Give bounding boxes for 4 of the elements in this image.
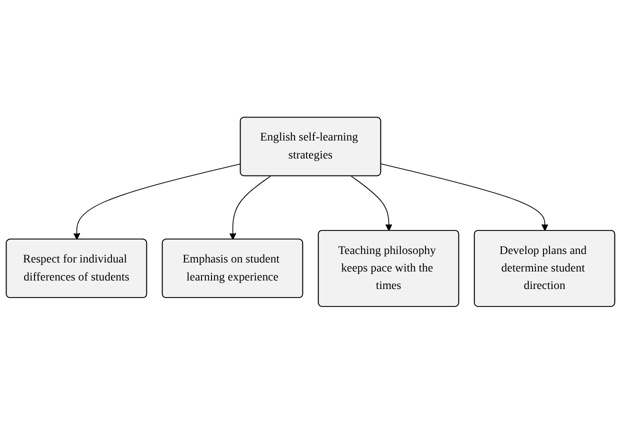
arrow (350, 175, 392, 231)
arrow (380, 163, 548, 231)
arrow (229, 175, 271, 240)
arrow (73, 163, 242, 240)
